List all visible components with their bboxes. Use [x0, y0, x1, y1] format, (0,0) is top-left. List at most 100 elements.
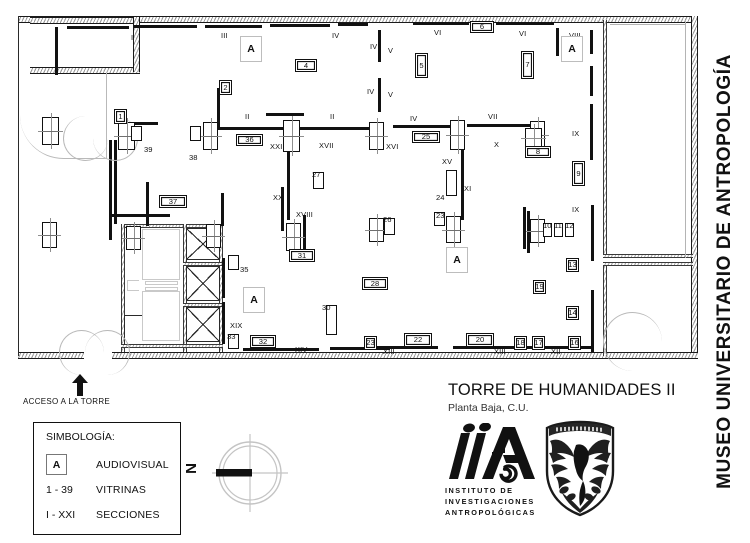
vitrina-marker: 31 — [289, 249, 315, 262]
column — [38, 113, 63, 149]
museum-title-text: MUSEO UNIVERSITARIO DE ANTROPOLOGÍA — [714, 54, 735, 489]
wall-bottom-left — [18, 352, 84, 359]
section-label: I — [131, 33, 134, 42]
wall-top-right — [598, 16, 698, 23]
vitrina-marker: 5 — [415, 53, 428, 78]
vitrina-marker: 14 — [566, 306, 579, 320]
section-label: III — [221, 31, 228, 40]
partition-bottom-2 — [330, 347, 390, 350]
vitrina-marker: 8 — [525, 146, 551, 158]
partition-ix-a — [590, 66, 593, 96]
vitrina-number-label: 38 — [189, 153, 198, 162]
partition-xviii-left — [281, 187, 284, 231]
section-label: XV — [442, 157, 453, 166]
section-label: XIX — [230, 321, 243, 330]
section-label: XVI — [386, 142, 399, 151]
legend-row-secciones: I - XXI SECCIONES — [46, 502, 180, 527]
lobby-line-h — [124, 315, 142, 317]
vitrina-marker: 32 — [250, 335, 276, 348]
column — [38, 218, 61, 252]
legend-value-audiovisual: AUDIOVISUAL — [96, 458, 169, 471]
wall-top — [18, 16, 598, 23]
core-wall-bottom — [121, 344, 223, 348]
partition-left-vert — [55, 27, 58, 75]
section-label: IX — [572, 205, 580, 214]
right-room2-wall-left — [603, 262, 607, 356]
section-label: V — [388, 46, 394, 55]
section-label: XIII — [494, 347, 506, 356]
door-arc-main-a — [59, 330, 104, 375]
iia-logo: INSTITUTO DE INVESTIGACIONES ANTROPOLÓGI… — [445, 423, 540, 535]
vitrina-rect — [228, 255, 239, 270]
section-label: VI — [434, 28, 442, 37]
partition-xviii — [303, 215, 306, 253]
vitrina-marker: 23 — [364, 336, 377, 350]
partition-37-under — [112, 214, 170, 217]
elevator-shaft-3 — [186, 307, 220, 342]
vitrina-marker: 6 — [470, 21, 494, 33]
stair-landing-1 — [145, 281, 178, 285]
partition-iv-v-2 — [378, 78, 381, 112]
partition-xi — [461, 136, 464, 220]
building-name: TORRE DE HUMANIDADES II — [448, 381, 676, 399]
vitrina-marker: 22 — [404, 333, 432, 347]
door-arc-entrance — [20, 72, 107, 159]
wall-bottom — [112, 352, 698, 359]
vitrina-marker: 18 — [514, 336, 527, 350]
spine-seg-1b — [266, 113, 304, 116]
door-arc-right-room — [603, 312, 662, 371]
door-arc-main-b — [85, 330, 130, 375]
vitrina-marker: 36 — [236, 134, 263, 146]
compass-north-label: N — [182, 463, 200, 474]
section-label: XX — [273, 193, 284, 202]
section-label: XIII — [383, 347, 395, 356]
vitrina-rect — [313, 172, 324, 189]
legend-key-audiovisual: A — [46, 454, 96, 475]
wall-right — [691, 16, 698, 356]
stair-rail — [127, 280, 139, 291]
right-room-wall-bottom — [603, 254, 693, 258]
partition-x-drop — [523, 207, 526, 249]
legend-title: SIMBOLOGÍA: — [46, 431, 115, 443]
vitrina-number-label: 39 — [144, 145, 153, 154]
vitrina-number-label: 11 — [554, 221, 562, 230]
section-label: II — [330, 112, 335, 121]
audiovisual-marker: A — [561, 36, 583, 62]
right-room-wall-left — [603, 20, 607, 258]
vitrina-marker: 20 — [466, 333, 494, 347]
section-label: IV — [370, 42, 378, 51]
audiovisual-marker: A — [243, 287, 265, 313]
column — [365, 214, 388, 246]
section-label: XVII — [319, 141, 334, 150]
wall-vestibule-right — [133, 17, 140, 72]
section-label: XIV — [295, 345, 308, 354]
column — [114, 118, 139, 154]
iia-text-block: INSTITUTO DE INVESTIGACIONES ANTROPOLÓGI… — [445, 485, 536, 518]
section-label: IV — [367, 87, 375, 96]
vitrina-rect — [565, 223, 574, 237]
partition-left-long — [109, 140, 112, 240]
vitrina-marker: 16 — [568, 336, 581, 350]
audiovisual-icon: A — [46, 454, 67, 475]
floor-plan-drawing: IIIIIVIVVVIVIVIIIIVVIIIIIVVIIXXIXVIIXVIX… — [18, 16, 698, 375]
section-label: II — [245, 112, 250, 121]
vitrina-marker: 28 — [362, 277, 388, 290]
partition-top-3 — [270, 24, 330, 27]
audiovisual-marker: A — [446, 247, 468, 273]
spine-seg-3 — [393, 125, 461, 128]
partition-37-right — [146, 182, 149, 226]
section-label: VIII — [569, 31, 581, 40]
right-room-inner-line — [685, 20, 686, 258]
column — [446, 116, 469, 154]
legend-box: SIMBOLOGÍA: A AUDIOVISUAL 1 - 39 VITRINA… — [33, 422, 181, 535]
partition-ix-c — [591, 205, 594, 261]
logos-group: INSTITUTO DE INVESTIGACIONES ANTROPOLÓGI… — [440, 419, 620, 537]
vitrina-number-label: 27 — [312, 170, 321, 179]
compass-icon — [212, 434, 288, 512]
section-label: X — [494, 140, 500, 149]
column — [202, 220, 225, 252]
partition-top-0 — [67, 26, 129, 29]
section-label: XXI — [270, 142, 283, 151]
legend-row-audiovisual: A AUDIOVISUAL — [46, 452, 180, 477]
